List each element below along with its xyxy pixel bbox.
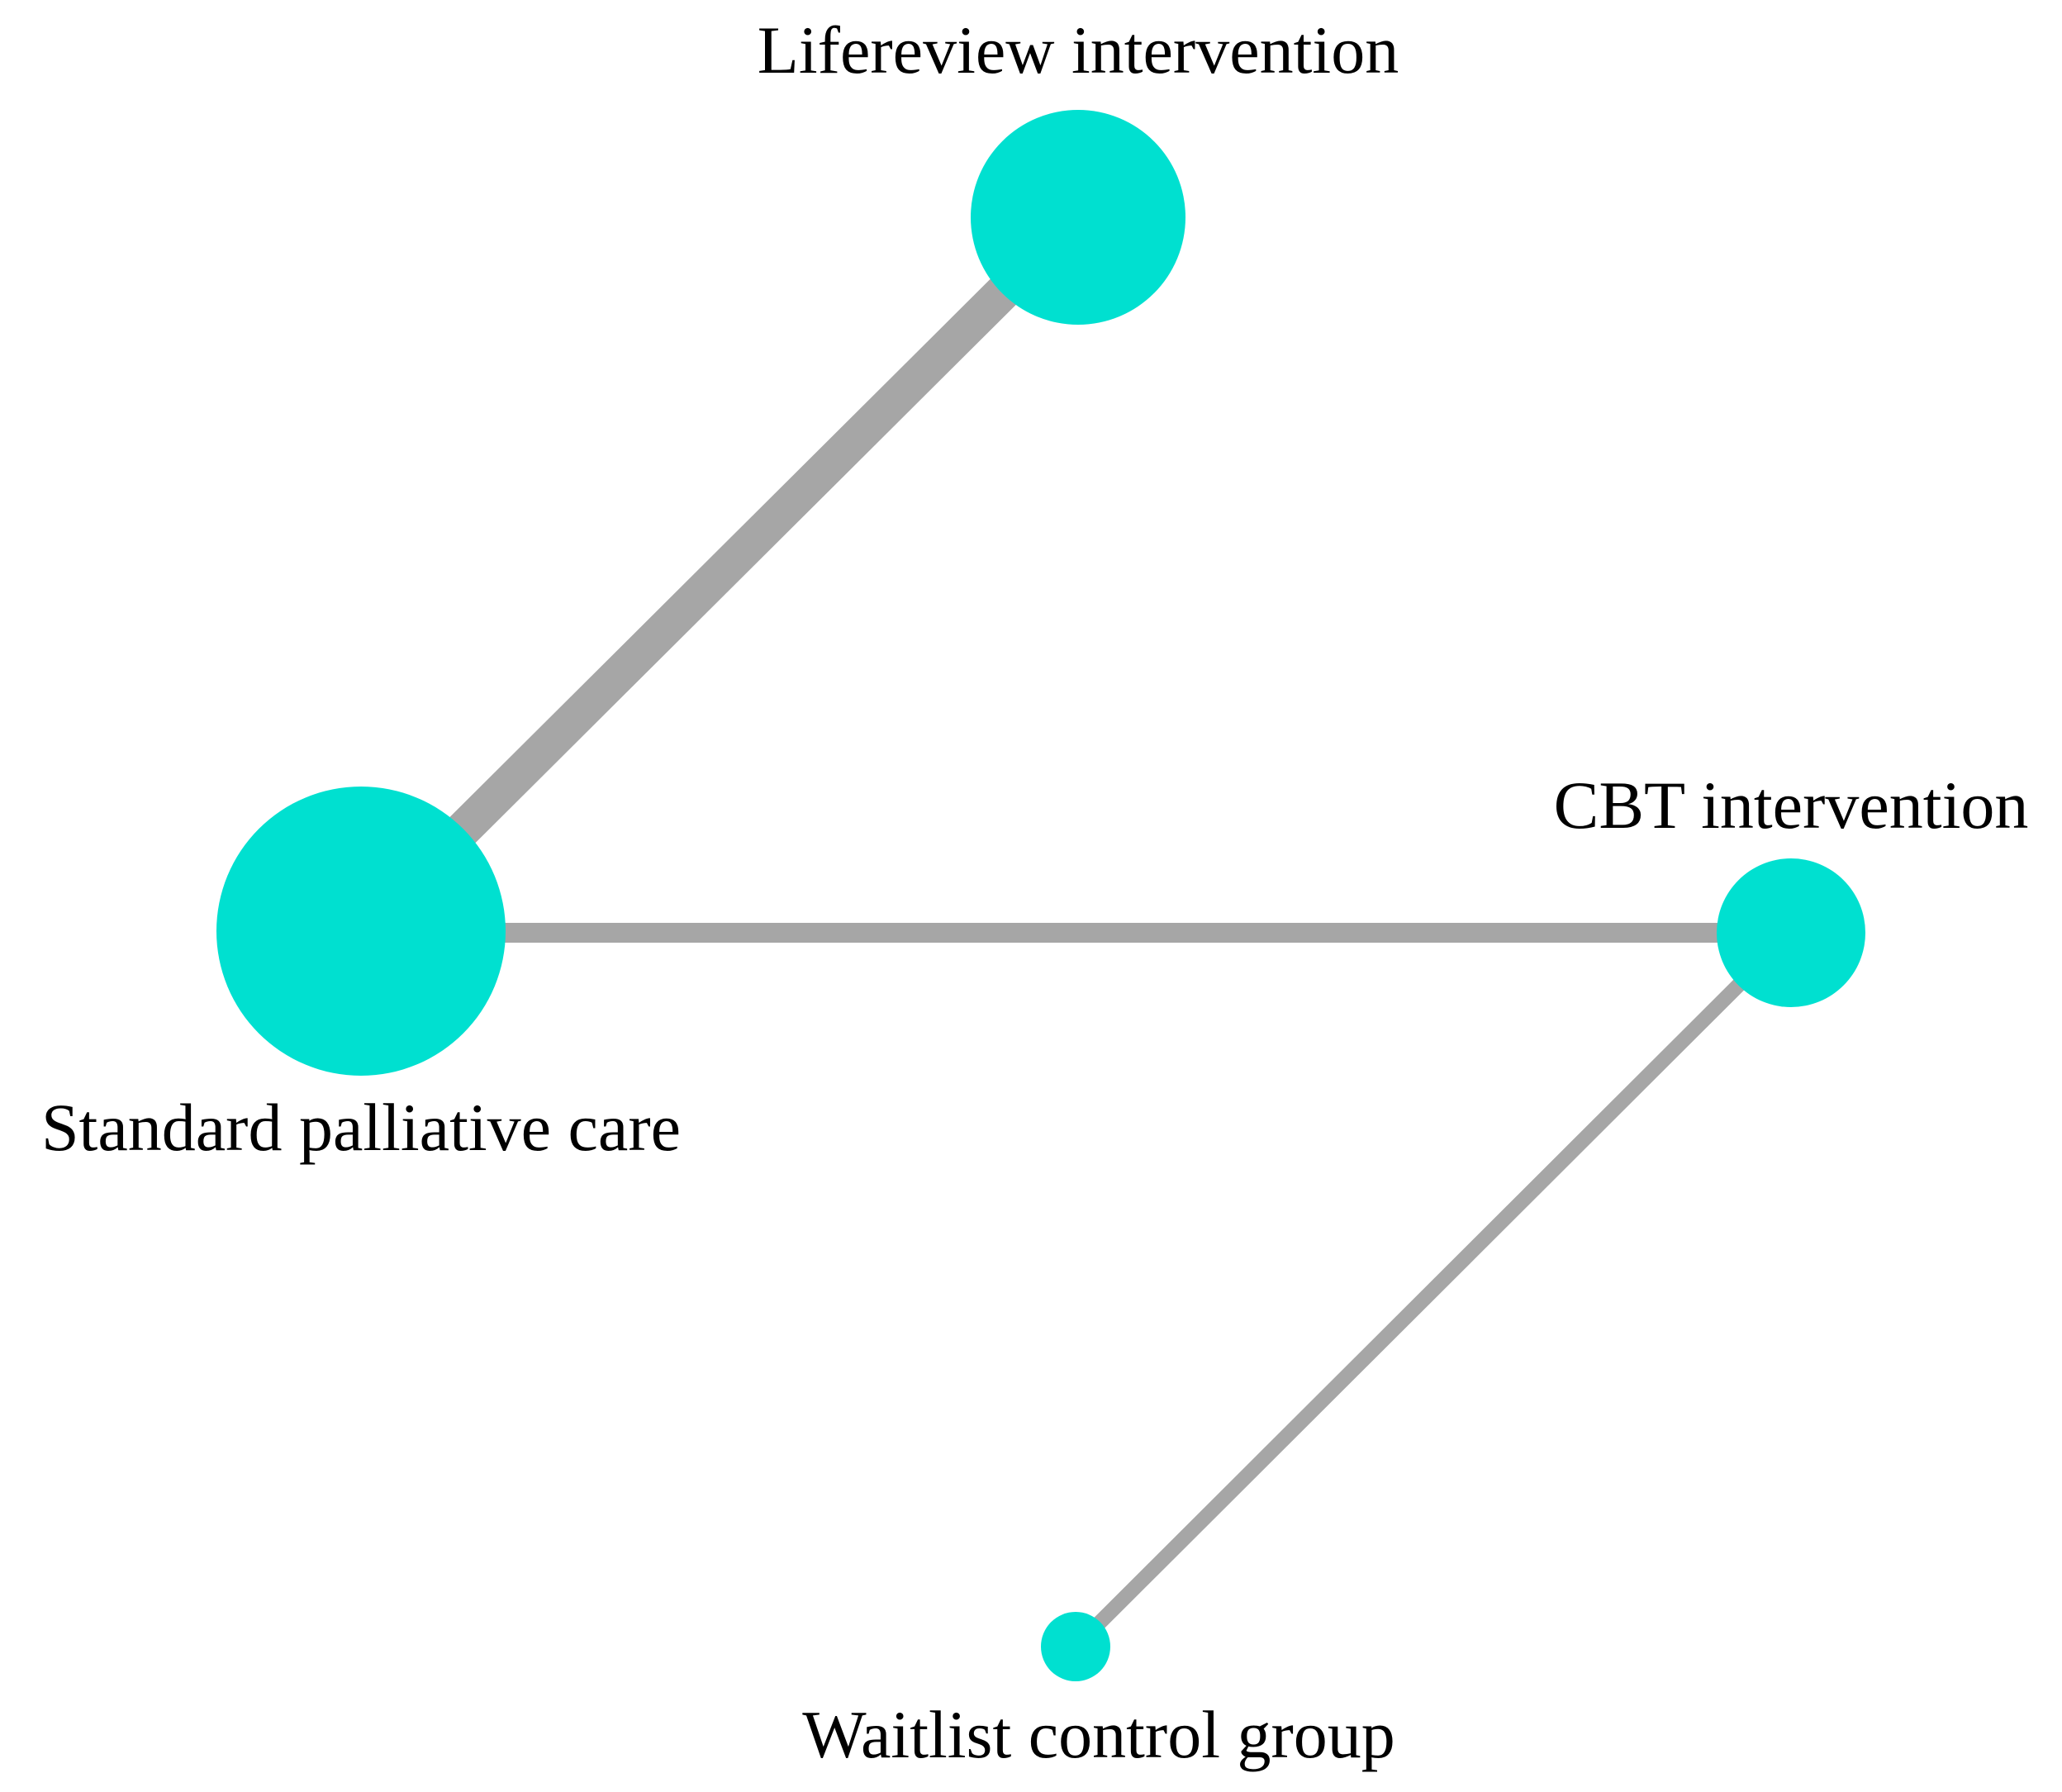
node-lifereview <box>971 110 1185 325</box>
label-waitlist: Waitlist control group <box>802 1697 1395 1772</box>
node-waitlist <box>1041 1612 1110 1681</box>
node-cbt <box>1717 858 1865 1007</box>
node-standard <box>216 787 506 1076</box>
edge-standard-lifereview <box>348 204 1091 944</box>
edge-cbt-waitlist <box>1070 927 1797 1652</box>
label-cbt: CBT intervention <box>1554 768 2029 843</box>
label-standard: Standard palliative care <box>41 1090 681 1165</box>
label-lifereview: Lifereview intervention <box>758 12 1399 88</box>
